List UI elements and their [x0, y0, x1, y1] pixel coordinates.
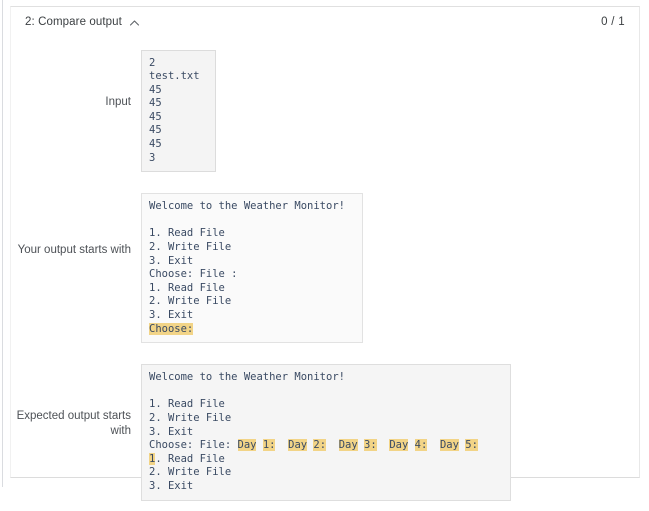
left-gutter-line	[2, 0, 3, 487]
score-badge: 0 / 1	[601, 16, 625, 28]
diff-highlight: 3:	[364, 439, 377, 452]
expected-output-box: Welcome to the Weather Monitor! 1. Read …	[141, 364, 511, 501]
row-input: Input 2 test.txt 45 45 45 45 45 3	[11, 39, 639, 183]
collapse-toggle[interactable]: 2: Compare output	[25, 16, 140, 28]
row-expected-output: Expected output starts with Welcome to t…	[11, 354, 639, 511]
page-title: 2: Compare output	[25, 16, 122, 28]
diff-highlight: Day	[338, 439, 358, 452]
comparison-rows: Input 2 test.txt 45 45 45 45 45 3 Your o…	[11, 37, 639, 511]
row-label-input: Input	[105, 96, 131, 108]
chevron-up-icon[interactable]	[129, 18, 140, 29]
diff-highlight: 1:	[262, 439, 276, 452]
diff-highlight: 4:	[414, 439, 428, 452]
diff-highlight: 2:	[313, 439, 327, 452]
diff-highlight: Day	[389, 439, 409, 452]
diff-highlight: Day	[237, 439, 257, 452]
compare-output-card: 2: Compare output 0 / 1 Input 2 test.txt…	[10, 6, 640, 501]
your-output-box: Welcome to the Weather Monitor! 1. Read …	[141, 193, 363, 344]
diff-highlight: Day	[288, 439, 308, 452]
diff-highlight: Choose:	[149, 322, 194, 335]
diff-highlight: 1	[149, 452, 156, 465]
diff-highlight: 5:	[465, 439, 478, 452]
diff-highlight: Day	[439, 439, 459, 452]
card-header: 2: Compare output 0 / 1	[11, 7, 639, 37]
row-label-your-output: Your output starts with	[17, 243, 131, 256]
input-box: 2 test.txt 45 45 45 45 45 3	[141, 49, 216, 173]
row-your-output: Your output starts with Welcome to the W…	[11, 183, 639, 354]
row-label-expected-output: Expected output starts with	[16, 409, 131, 437]
